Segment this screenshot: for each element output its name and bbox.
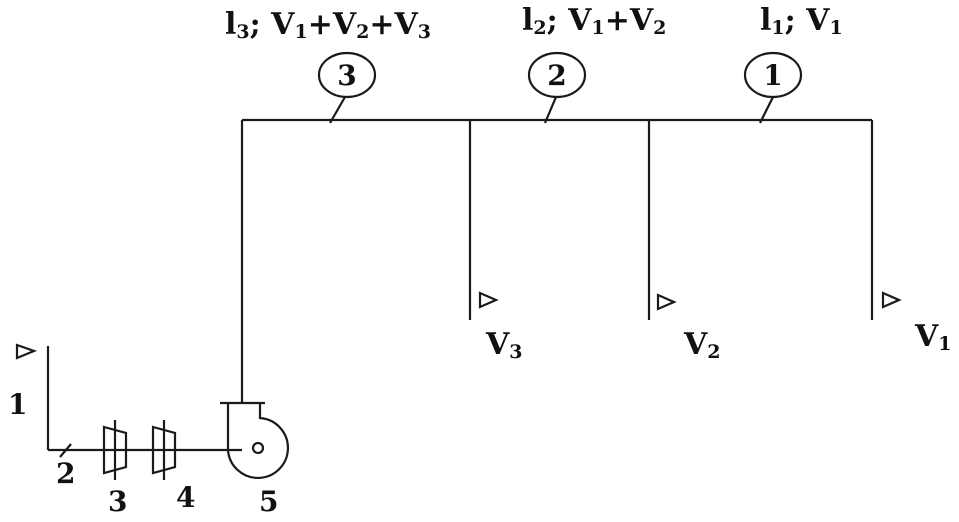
outlet-label-v2: V2: [683, 327, 721, 363]
section-label-3: l3; V1+V2+V3: [225, 7, 431, 43]
outlet-label-v1: V1: [914, 319, 952, 355]
section-label-1: l1; V1: [760, 3, 843, 39]
section-marker-2: 2: [527, 51, 587, 124]
section-number: 2: [547, 59, 566, 92]
triangle-arrow-icon: [478, 291, 499, 309]
triangle-arrow-icon: [881, 291, 902, 309]
section-marker-3: 3: [317, 51, 377, 124]
component-number-1: 1: [8, 388, 27, 421]
triangle-arrow-icon: [656, 293, 677, 311]
section-label-2: l2; V1+V2: [522, 3, 666, 39]
filter-icon: [102, 425, 128, 475]
outlet-label-v3: V3: [485, 327, 523, 363]
centrifugal-fan-icon: [220, 401, 290, 480]
section-number: 3: [337, 59, 356, 92]
component-number-5: 5: [259, 485, 278, 518]
component-number-2: 2: [56, 457, 75, 490]
damper-icon: [59, 443, 72, 458]
section-number: 1: [763, 59, 782, 92]
section-marker-1: 1: [743, 51, 803, 124]
filter-icon: [151, 425, 177, 475]
component-number-4: 4: [176, 481, 195, 514]
component-number-3: 3: [108, 485, 127, 518]
triangle-arrow-icon: [15, 343, 38, 360]
